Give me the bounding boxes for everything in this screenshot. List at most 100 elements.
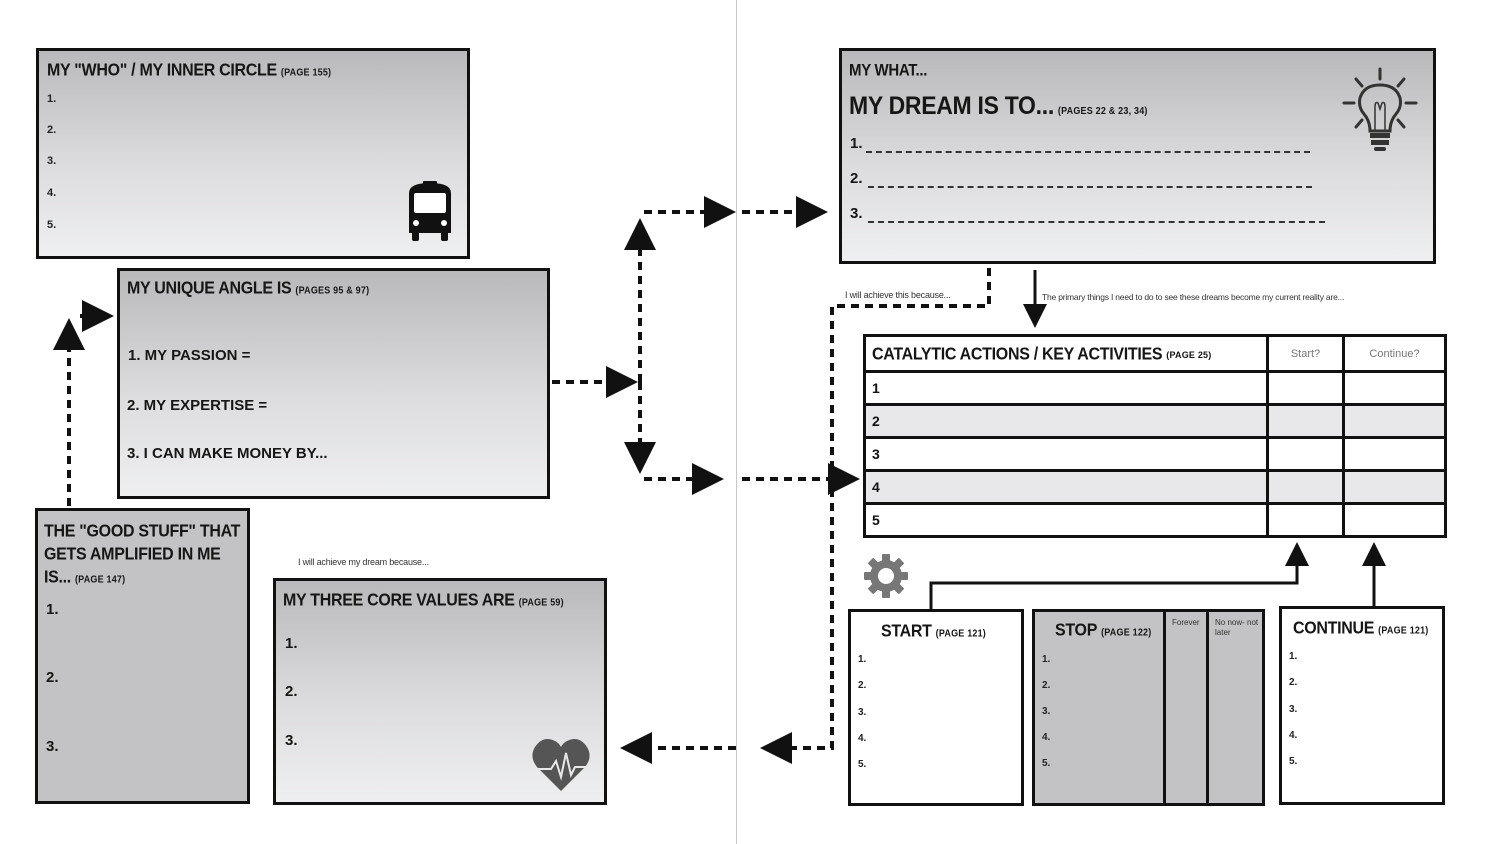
unique-angle-passion[interactable]: 1. MY PASSION = [128, 347, 251, 364]
start-title: START(PAGE 121) [881, 622, 986, 642]
action-cell-3[interactable]: 3 [863, 436, 1269, 473]
start-cell-3[interactable] [1266, 436, 1345, 473]
inner-circle-box: MY "WHO" / MY INNER CIRCLE(PAGE 155) 1. … [36, 48, 470, 259]
unique-angle-expertise[interactable]: 2. MY EXPERTISE = [127, 397, 268, 414]
stop-box: STOP(PAGE 122) 1. 2. 3. 4. 5. Forever No… [1032, 609, 1265, 806]
dream-label: MY WHAT... [849, 61, 928, 80]
start-cell-1[interactable] [1266, 370, 1345, 407]
action-cell-2[interactable]: 2 [863, 403, 1269, 440]
dream-title-text: MY DREAM IS TO... [849, 91, 1054, 120]
core-value-item-1[interactable]: 1. [285, 635, 298, 652]
gear-icon [864, 554, 908, 598]
bus-icon [409, 181, 451, 241]
good-stuff-page-ref: (PAGE 147) [74, 573, 126, 585]
start-page-ref: (PAGE 121) [935, 627, 987, 639]
stop-forever-label: Forever [1172, 618, 1200, 627]
because-caption: I will achieve this because... [845, 290, 951, 300]
continue-title-text: CONTINUE [1293, 619, 1375, 638]
inner-circle-page-ref: (PAGE 155) [280, 66, 332, 78]
dream-line-1-blank [866, 151, 1310, 153]
good-stuff-title: THE "GOOD STUFF" THAT GETS AMPLIFIED IN … [44, 519, 240, 590]
inner-circle-item-3[interactable]: 3. [47, 155, 57, 167]
start-title-text: START [881, 622, 932, 641]
unique-angle-make-money[interactable]: 3. I CAN MAKE MONEY BY... [127, 445, 328, 462]
continue-item-5[interactable]: 5. [1289, 756, 1298, 767]
table-header-start: Start? [1266, 333, 1345, 374]
core-values-title-text: MY THREE CORE VALUES ARE [283, 591, 515, 610]
stop-title: STOP(PAGE 122) [1055, 621, 1151, 641]
unique-angle-page-ref: (PAGES 95 & 97) [295, 284, 370, 296]
table-header-row: CATALYTIC ACTIONS / KEY ACTIVITIES(PAGE … [863, 333, 1447, 374]
catalytic-actions-table: CATALYTIC ACTIONS / KEY ACTIVITIES(PAGE … [863, 333, 1447, 538]
start-cell-4[interactable] [1266, 469, 1345, 506]
continue-box: CONTINUE(PAGE 121) 1. 2. 3. 4. 5. [1279, 606, 1445, 805]
inner-circle-title: MY "WHO" / MY INNER CIRCLE(PAGE 155) [47, 61, 331, 81]
dream-page-ref: (PAGES 22 & 23, 34) [1057, 105, 1148, 117]
unique-angle-title-text: MY UNIQUE ANGLE IS [127, 279, 292, 298]
dream-line-2[interactable]: 2. [850, 170, 1312, 190]
continue-cell-4[interactable] [1342, 469, 1447, 506]
table-row: 4 [863, 469, 1447, 506]
continue-page-ref: (PAGE 121) [1378, 624, 1429, 636]
start-item-5[interactable]: 5. [858, 759, 867, 770]
continue-cell-1[interactable] [1342, 370, 1447, 407]
core-values-box: MY THREE CORE VALUES ARE(PAGE 59) 1. 2. … [273, 578, 607, 805]
start-item-4[interactable]: 4. [858, 733, 867, 744]
primary-things-caption: The primary things I need to do to see t… [1042, 292, 1345, 302]
action-cell-4[interactable]: 4 [863, 469, 1269, 506]
good-stuff-title-line2: GETS AMPLIFIED IN ME [44, 545, 221, 564]
dream-line-2-number: 2. [850, 170, 863, 187]
core-values-page-ref: (PAGE 59) [518, 596, 564, 608]
stop-title-text: STOP [1055, 621, 1098, 640]
lightbulb-icon [1342, 67, 1418, 151]
inner-circle-item-1[interactable]: 1. [47, 93, 57, 105]
continue-cell-2[interactable] [1342, 403, 1447, 440]
stop-forever-column[interactable]: Forever [1163, 612, 1206, 803]
dream-line-2-blank [868, 186, 1312, 188]
good-stuff-item-2[interactable]: 2. [46, 669, 59, 686]
start-item-1[interactable]: 1. [858, 654, 867, 665]
continue-cell-5[interactable] [1342, 502, 1447, 538]
connector-start-to-table [929, 542, 1309, 609]
good-stuff-item-1[interactable]: 1. [46, 601, 59, 618]
table-row: 1 [863, 370, 1447, 407]
stop-item-1[interactable]: 1. [1042, 654, 1051, 665]
table-title-text: CATALYTIC ACTIONS / KEY ACTIVITIES [872, 344, 1163, 364]
core-values-caption: I will achieve my dream because... [298, 557, 429, 567]
table-header-continue: Continue? [1342, 333, 1447, 374]
unique-angle-title: MY UNIQUE ANGLE IS(PAGES 95 & 97) [127, 279, 369, 299]
inner-circle-item-2[interactable]: 2. [47, 124, 57, 136]
stop-item-4[interactable]: 4. [1042, 732, 1051, 743]
table-page-ref: (PAGE 25) [1166, 349, 1212, 360]
start-box: START(PAGE 121) 1. 2. 3. 4. 5. [848, 609, 1024, 806]
dream-line-1-number: 1. [850, 135, 863, 152]
core-values-title: MY THREE CORE VALUES ARE(PAGE 59) [283, 591, 564, 611]
inner-circle-item-5[interactable]: 5. [47, 219, 57, 231]
stop-item-3[interactable]: 3. [1042, 706, 1051, 717]
action-cell-1[interactable]: 1 [863, 370, 1269, 407]
continue-item-4[interactable]: 4. [1289, 730, 1298, 741]
dream-line-1[interactable]: 1. [850, 135, 1310, 155]
continue-item-1[interactable]: 1. [1289, 651, 1298, 662]
start-item-3[interactable]: 3. [858, 707, 867, 718]
start-cell-2[interactable] [1266, 403, 1345, 440]
unique-angle-box: MY UNIQUE ANGLE IS(PAGES 95 & 97) 1. MY … [117, 268, 550, 499]
continue-item-2[interactable]: 2. [1289, 677, 1298, 688]
good-stuff-box: THE "GOOD STUFF" THAT GETS AMPLIFIED IN … [35, 508, 250, 804]
start-item-2[interactable]: 2. [858, 680, 867, 691]
dream-line-3[interactable]: 3. [850, 205, 1325, 225]
stop-item-2[interactable]: 2. [1042, 680, 1051, 691]
action-cell-5[interactable]: 5 [863, 502, 1269, 538]
continue-item-3[interactable]: 3. [1289, 704, 1298, 715]
good-stuff-title-line1: THE "GOOD STUFF" THAT [44, 522, 241, 541]
core-value-item-2[interactable]: 2. [285, 683, 298, 700]
stop-item-5[interactable]: 5. [1042, 758, 1051, 769]
table-row: 3 [863, 436, 1447, 473]
inner-circle-item-4[interactable]: 4. [47, 187, 57, 199]
core-value-item-3[interactable]: 3. [285, 732, 298, 749]
stop-page-ref: (PAGE 122) [1101, 626, 1152, 638]
good-stuff-item-3[interactable]: 3. [46, 738, 59, 755]
continue-cell-3[interactable] [1342, 436, 1447, 473]
stop-not-now-column[interactable]: No now- not later [1206, 612, 1262, 803]
start-cell-5[interactable] [1266, 502, 1345, 538]
